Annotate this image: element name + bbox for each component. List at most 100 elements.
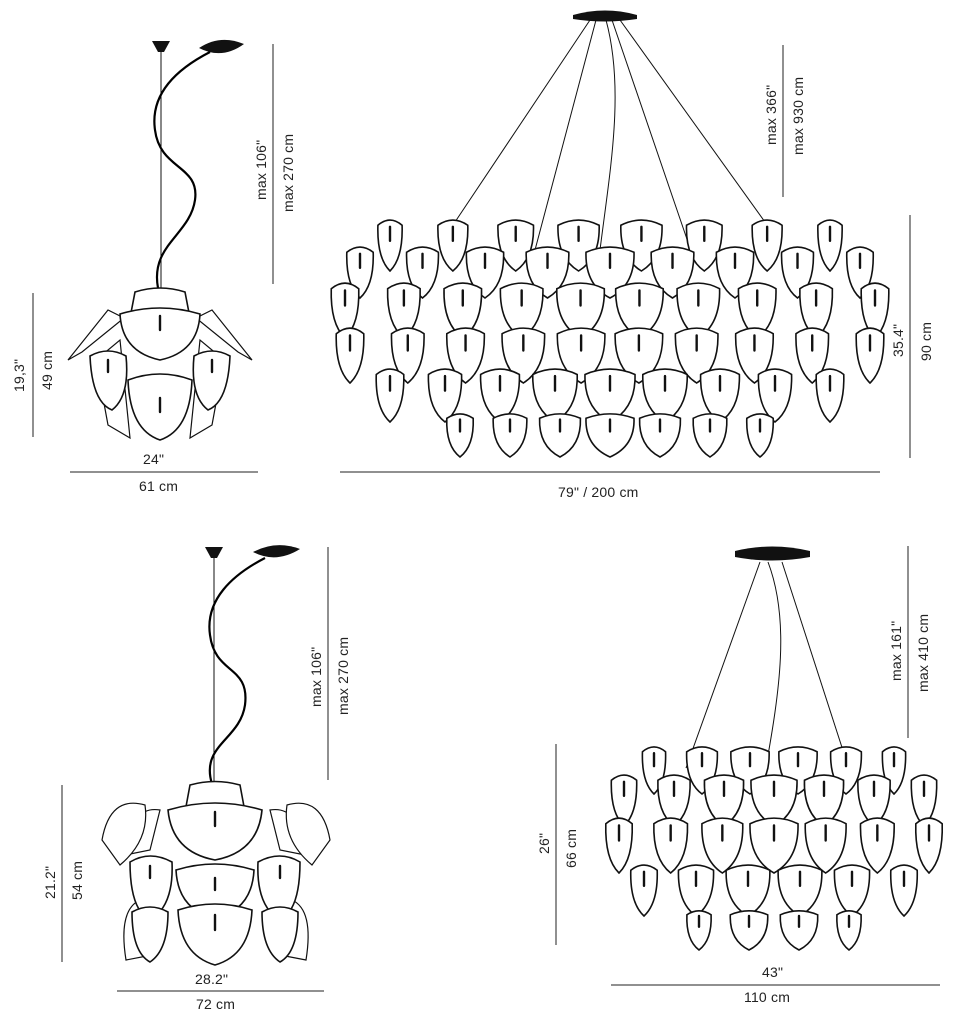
petal [532,368,578,423]
petal [584,368,636,423]
drop-metric-label: max 270 cm [280,134,296,212]
petal [914,817,944,875]
height-metric-label: 90 cm [918,322,934,361]
petal [910,774,938,828]
petal [804,817,847,874]
petal [750,774,798,827]
drop-imperial-label: max 106" [308,647,324,707]
petal [390,327,425,385]
petal [427,368,463,424]
canopy-large [735,546,810,561]
drop-metric-label: max 410 cm [915,614,931,692]
canopy-small-second [199,39,244,54]
height-imperial-label: 21.2" [42,866,58,899]
petal [859,817,895,875]
petal [556,327,606,384]
power-cable [153,51,211,289]
petal [734,327,774,384]
petal [657,774,691,828]
petal [556,282,606,339]
petal [833,864,871,917]
canopy-medium [205,547,223,558]
drop-imperial-label: max 161" [888,621,904,681]
drop-metric-label: max 270 cm [335,637,351,715]
petal [492,413,528,458]
suspension-wires [454,19,766,251]
petal [377,219,403,273]
lamp-body-extra-large [330,219,890,459]
petal [443,282,483,339]
width-imperial-label: 24" [143,451,164,467]
petal [614,282,664,339]
petal [676,282,721,339]
canopy-extra-large [573,10,637,22]
petal [777,864,823,917]
petal [445,413,475,459]
petal [437,219,469,273]
petal [674,327,719,384]
petal [638,413,682,458]
petal [855,327,885,385]
drop-imperial-label: max 106" [253,140,269,200]
petal [585,413,635,458]
petal [585,246,635,299]
height-metric-label: 54 cm [69,861,85,900]
petal [857,774,891,828]
petal [701,817,744,874]
petal [703,774,745,827]
petal [817,219,843,273]
width-label: 79" / 200 cm [558,484,639,500]
petal [330,282,360,340]
petal [725,864,771,917]
suspension-wires [685,561,849,773]
petal [749,817,799,874]
petal [375,368,405,424]
petal [815,368,845,424]
width-metric-label: 61 cm [139,478,178,494]
lamp-body-large [604,746,944,952]
petal [799,282,834,340]
petal [446,327,486,384]
petal [737,282,777,339]
petal [889,864,919,918]
height-imperial-label: 26" [536,833,552,854]
petal [686,910,712,952]
petal [653,817,689,875]
petal [836,910,862,952]
petal [499,282,544,339]
height-metric-label: 49 cm [39,351,55,390]
petal [386,282,421,340]
petal [501,327,546,384]
lamp-body-medium [101,780,331,966]
petal [692,413,728,458]
petal [642,368,688,423]
drop-metric-label: max 930 cm [790,77,806,155]
petal [538,413,582,458]
fixture-large: max 161" max 410 cm 26" 66 cm 43" 110 cm [536,546,944,1005]
petal [745,413,775,459]
petal [629,864,659,918]
height-imperial-label: 19,3" [11,359,27,392]
petal [751,219,783,273]
petal [699,368,741,423]
power-cable [208,557,266,785]
drop-imperial-label: max 366" [763,85,779,145]
lamp-body-small [67,287,253,441]
petal [779,910,819,951]
canopy-small [152,41,170,52]
width-imperial-label: 43" [762,964,783,980]
height-imperial-label: 35.4" [890,324,906,357]
petal [677,864,715,917]
petal [610,774,638,828]
width-imperial-label: 28.2" [195,971,228,987]
petal [729,910,769,951]
petal [795,327,830,385]
canopy-medium-second [253,545,300,558]
petal [757,368,793,424]
petal [604,817,634,875]
height-metric-label: 66 cm [563,829,579,868]
petal [614,327,664,384]
petal [335,327,365,385]
petal [479,368,521,423]
